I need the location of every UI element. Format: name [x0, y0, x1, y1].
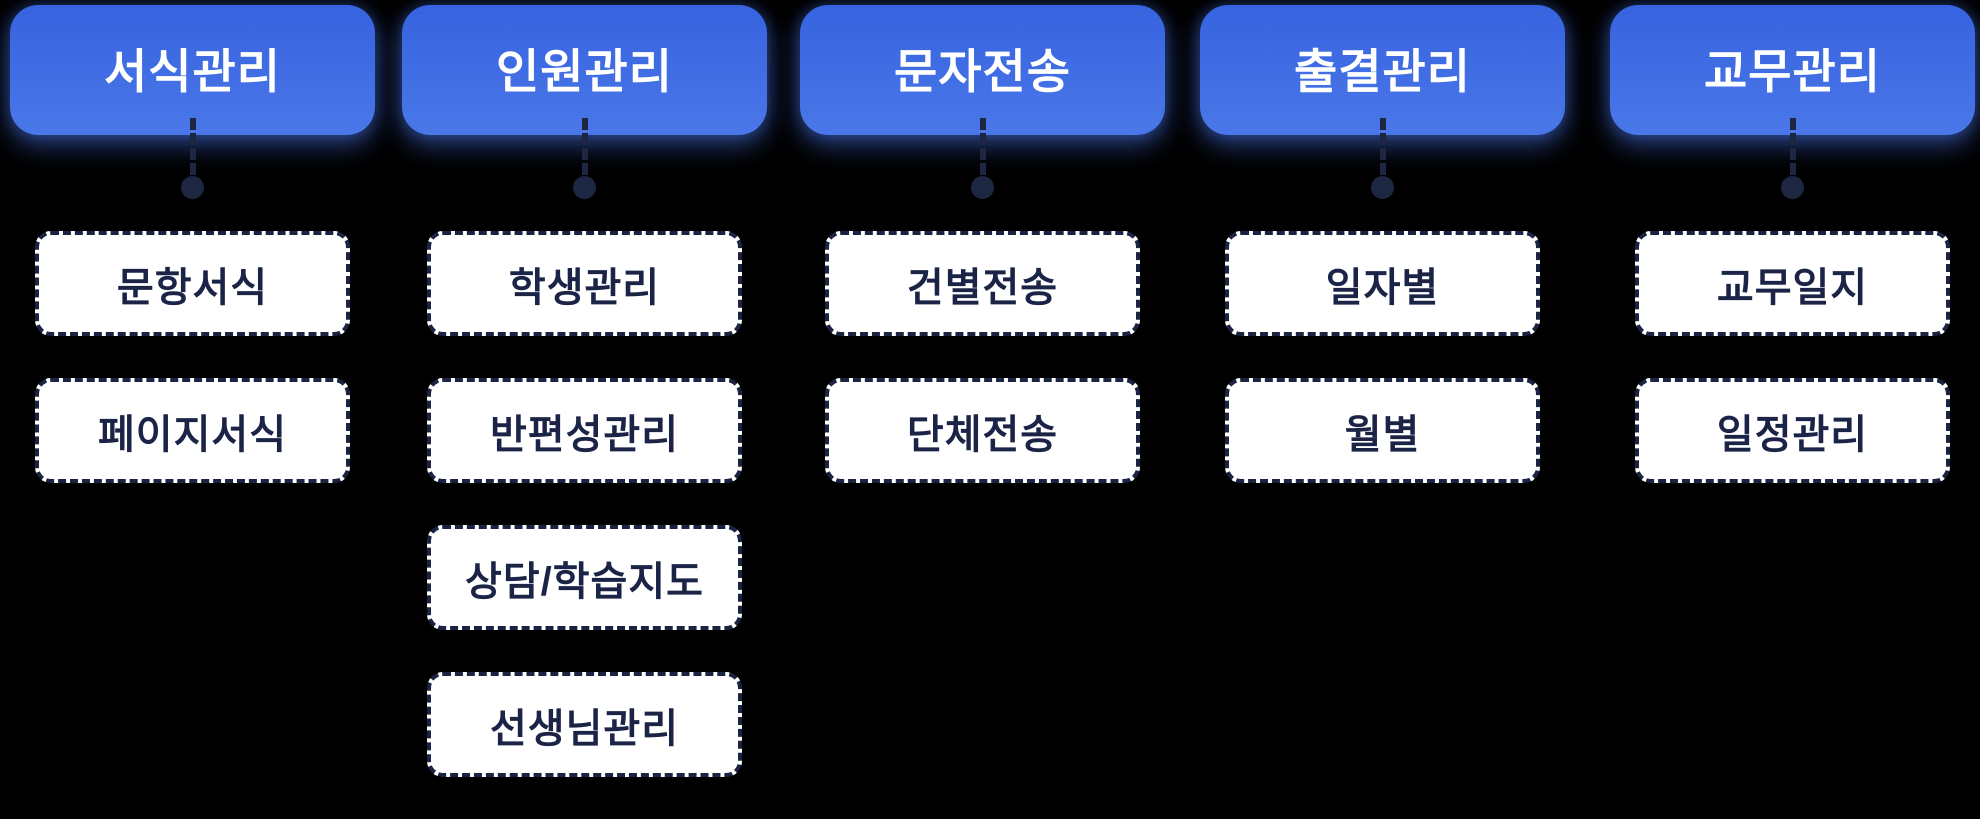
submenu-item: 페이지서식 [35, 378, 350, 483]
submenu-item: 일정관리 [1635, 378, 1950, 483]
connector-dot-icon [1370, 176, 1394, 199]
submenu-item: 교무일지 [1635, 231, 1950, 336]
connector-dashed-line [1379, 118, 1386, 175]
submenu-item: 선생님관리 [427, 672, 742, 777]
connector-dot-icon [970, 176, 994, 199]
connector-dashed-line [979, 118, 986, 175]
connector-dot-icon [572, 176, 596, 199]
submenu-item: 상담/학습지도 [427, 525, 742, 630]
submenu-item: 건별전송 [825, 231, 1140, 336]
submenu-item: 일자별 [1225, 231, 1540, 336]
connector-dashed-line [1789, 118, 1796, 175]
connector-dashed-line [189, 118, 196, 175]
menu-header: 서식관리 [10, 5, 375, 135]
submenu-item: 학생관리 [427, 231, 742, 336]
connector-dot-icon [1780, 176, 1804, 199]
menu-header: 인원관리 [402, 5, 767, 135]
menu-header: 문자전송 [800, 5, 1165, 135]
submenu-item: 월별 [1225, 378, 1540, 483]
menu-header: 교무관리 [1610, 5, 1975, 135]
connector-dashed-line [581, 118, 588, 175]
menu-header: 출결관리 [1200, 5, 1565, 135]
connector-dot-icon [180, 176, 204, 199]
submenu-item: 단체전송 [825, 378, 1140, 483]
submenu-item: 문항서식 [35, 231, 350, 336]
submenu-item: 반편성관리 [427, 378, 742, 483]
